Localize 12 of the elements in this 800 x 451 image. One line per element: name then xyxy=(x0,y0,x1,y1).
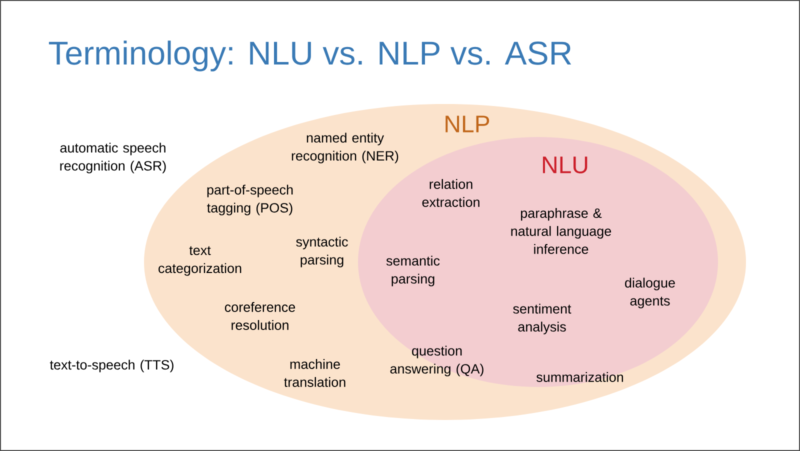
title: Terminology: NLU vs. NLP vs. ASR xyxy=(48,40,572,72)
term-label: question answering (QA) xyxy=(390,346,484,376)
term-label: part-of-speech tagging (POS) xyxy=(207,184,293,216)
term-label: sentiment analysis xyxy=(513,304,572,334)
term-label: text categorization xyxy=(158,246,242,276)
term-label: semantic parsing xyxy=(386,256,440,286)
term-label: machine translation xyxy=(284,359,346,387)
term-label: relation extraction xyxy=(422,179,480,207)
term-label: dialogue agents xyxy=(625,278,675,308)
term-label: paraphrase & natural language inference xyxy=(511,208,612,254)
term-label: summarization xyxy=(536,372,623,382)
term-label: coreference resolution xyxy=(224,302,296,330)
